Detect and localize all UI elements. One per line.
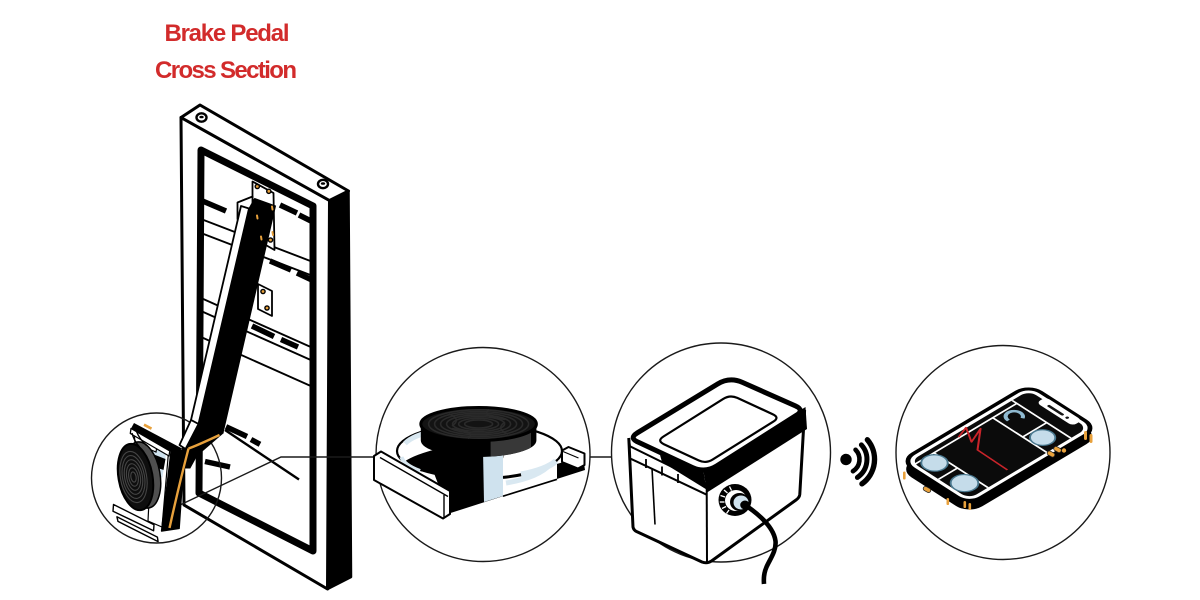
- svg-text:Cross Section: Cross Section: [155, 57, 297, 84]
- svg-text:Brake Pedal: Brake Pedal: [165, 20, 290, 47]
